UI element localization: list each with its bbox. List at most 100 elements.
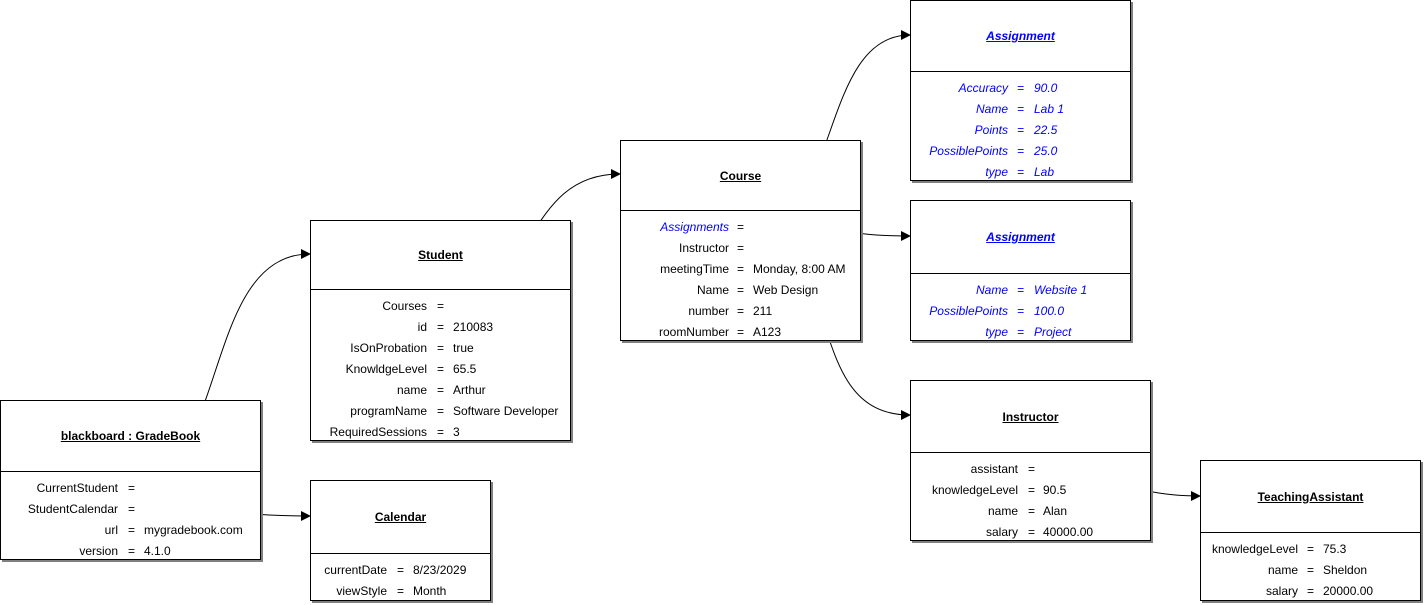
- calendar-node[interactable]: Calendar currentDate=8/23/2029 viewStyle…: [310, 480, 491, 601]
- instructor-node[interactable]: Instructor assistant= knowledgeLevel=90.…: [910, 380, 1151, 541]
- attr-value: Arthur: [453, 383, 486, 397]
- instructor-header: Instructor: [911, 381, 1150, 453]
- attr-value: Web Design: [753, 283, 819, 297]
- attr-name: Courses: [382, 299, 427, 313]
- attr-equals: =: [737, 262, 745, 276]
- attr-name: type: [985, 165, 1008, 179]
- attr-name: Assignments: [660, 220, 729, 234]
- attr-name: number: [688, 304, 729, 318]
- attr-equals: =: [128, 523, 136, 537]
- attr-name: version: [79, 544, 118, 558]
- attr-value: 3: [453, 425, 460, 439]
- attr-name: programName: [350, 404, 427, 418]
- gradebook-node[interactable]: blackboard : GradeBook CurrentStudent = S…: [0, 400, 261, 560]
- attr-name: salary: [985, 525, 1018, 539]
- attr-equals: =: [1307, 563, 1315, 577]
- course-attributes: Assignments= Instructor= meetingTime=Mon…: [621, 211, 860, 343]
- attr-equals: =: [737, 325, 745, 339]
- course-header: Course: [621, 141, 860, 211]
- attr-equals: =: [128, 502, 136, 516]
- attr-row: url=mygradebook.com: [1, 520, 260, 541]
- attr-value: Software Developer: [453, 404, 559, 418]
- attr-row: salary=20000.00: [1201, 581, 1420, 602]
- attr-value: Sheldon: [1323, 563, 1368, 577]
- assignment1-node[interactable]: Assignment Accuracy = 90.0 Name=Lab 1 Poin…: [910, 0, 1131, 181]
- attr-row: Name=Website 1: [911, 280, 1130, 301]
- attr-name: CurrentStudent: [36, 481, 118, 495]
- attr-row: CurrentStudent =: [1, 478, 260, 499]
- attr-equals: =: [128, 481, 136, 495]
- assignment2-attributes: Name=Website 1 PossiblePoints=100.0 type…: [911, 274, 1130, 343]
- instructor-title: Instructor: [1002, 409, 1059, 424]
- calendar-title: Calendar: [374, 510, 427, 524]
- attr-value: 211: [753, 304, 773, 318]
- attr-equals: =: [397, 584, 405, 598]
- attr-name: Name: [975, 102, 1008, 116]
- attr-row: programName=Software Developer: [311, 401, 570, 422]
- attr-value: 40000.00: [1043, 525, 1094, 539]
- student-header: Student: [311, 221, 570, 290]
- attr-name: id: [417, 320, 427, 334]
- course-title: Course: [719, 168, 762, 183]
- assignment1-header: Assignment: [911, 1, 1130, 72]
- attr-name: Instructor: [678, 241, 729, 255]
- teachingassistant-title: TeachingAssistant: [1257, 489, 1364, 504]
- attr-row: name=Sheldon: [1201, 560, 1420, 581]
- assignment1-attributes: Accuracy = 90.0 Name=Lab 1 Points=22.5 Pos…: [911, 72, 1130, 183]
- attr-row: knowledgeLevel=75.3: [1201, 539, 1420, 560]
- attr-row: name=Arthur: [311, 380, 570, 401]
- attr-row: Courses =: [311, 296, 570, 317]
- attr-row: version=4.1.0: [1, 541, 260, 562]
- attr-name: knowledgeLevel: [931, 483, 1018, 497]
- attr-value: 90.0: [1034, 81, 1058, 95]
- attr-row: PossiblePoints=25.0: [911, 141, 1130, 162]
- attr-row: id=210083: [311, 317, 570, 338]
- attr-equals: =: [437, 383, 445, 397]
- attr-value: mygradebook.com: [144, 523, 243, 537]
- attr-name: Accuracy: [958, 81, 1008, 95]
- student-node[interactable]: Student Courses= id=210083 IsOnProbation…: [310, 220, 571, 441]
- attr-value: 22.5: [1034, 123, 1058, 137]
- attr-row: Instructor=: [621, 238, 860, 259]
- assignment2-node[interactable]: Assignment Name=Website 1 PossiblePoints…: [910, 200, 1131, 341]
- attr-row: type=Project: [911, 322, 1130, 343]
- attr-row: Name=Lab 1: [911, 99, 1130, 120]
- attr-name: PossiblePoints: [929, 144, 1008, 158]
- attr-value: 210083: [453, 320, 494, 334]
- course-node[interactable]: Course Assignments= Instructor= meetingT…: [620, 140, 861, 341]
- attr-row: number=211: [621, 301, 860, 322]
- gradebook-header: blackboard : GradeBook: [1, 401, 260, 472]
- attr-name: PossiblePoints: [929, 304, 1008, 318]
- attr-name: knowledgeLevel: [1211, 542, 1298, 556]
- calendar-attributes: currentDate=8/23/2029 viewStyle=Month: [311, 554, 490, 602]
- gradebook-attributes: CurrentStudent= StudentCalendar= url=myg…: [1, 472, 260, 562]
- attr-value: Alan: [1043, 504, 1068, 518]
- attr-name: salary: [1265, 584, 1298, 598]
- attr-equals: =: [1017, 325, 1025, 339]
- attr-equals: =: [1017, 81, 1025, 95]
- attr-name: Points: [974, 123, 1008, 137]
- attr-value: 4.1.0: [144, 544, 171, 558]
- teachingassistant-node[interactable]: TeachingAssistant knowledgeLevel=75.3 na…: [1200, 460, 1421, 601]
- attr-row: StudentCalendar=: [1, 499, 260, 520]
- attr-row: RequiredSessions=3: [311, 422, 570, 443]
- attr-equals: =: [1017, 304, 1025, 318]
- attr-equals: =: [1028, 483, 1036, 497]
- attr-row: roomNumber=A123: [621, 322, 860, 343]
- attr-row: salary=40000.00: [911, 522, 1150, 543]
- attr-equals: =: [437, 299, 445, 313]
- attr-name: Name: [975, 283, 1008, 297]
- attr-value: true: [453, 341, 474, 355]
- student-title: Student: [418, 248, 463, 262]
- attr-row: Accuracy = 90.0: [911, 78, 1130, 99]
- attr-row: Assignments=: [621, 217, 860, 238]
- attr-row: viewStyle=Month: [311, 581, 490, 602]
- attr-row: IsOnProbation=true: [311, 338, 570, 359]
- attr-row: Points=22.5: [911, 120, 1130, 141]
- attr-equals: =: [1028, 462, 1036, 476]
- attr-value: Lab 1: [1034, 102, 1065, 116]
- assignment2-header: Assignment: [911, 201, 1130, 274]
- attr-value: Website 1: [1034, 283, 1088, 297]
- attr-value: 20000.00: [1323, 584, 1374, 598]
- attr-value: 90.5: [1043, 483, 1067, 497]
